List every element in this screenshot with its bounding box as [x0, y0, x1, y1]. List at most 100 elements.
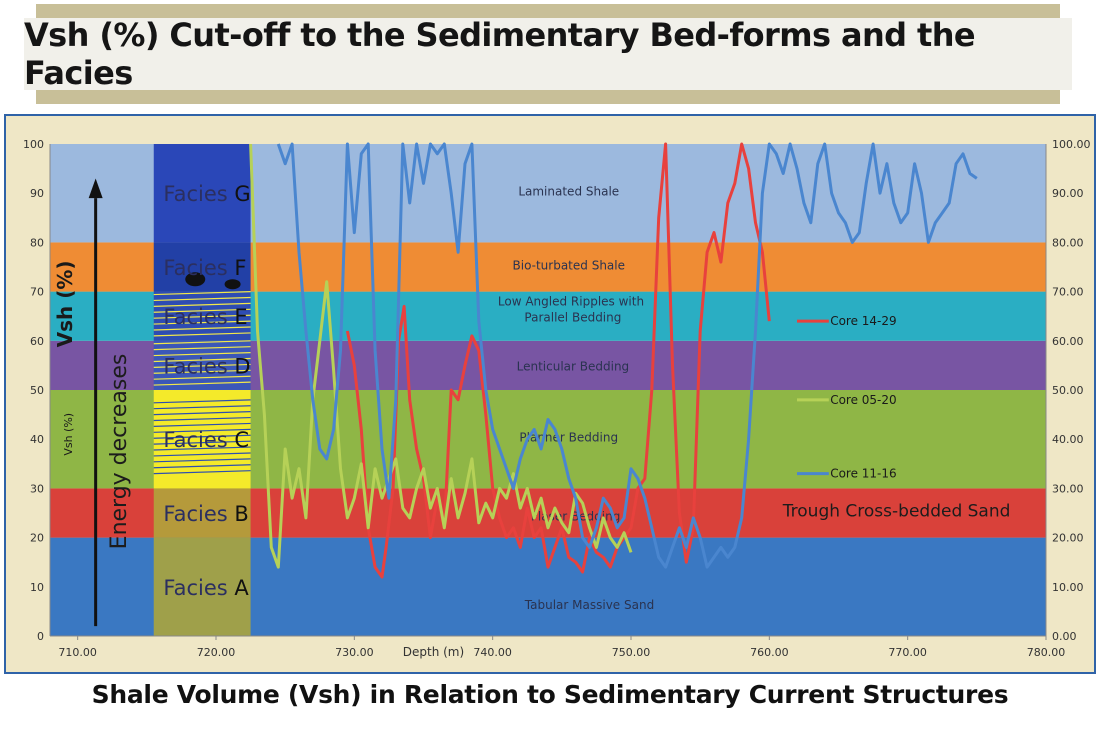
series-1 — [249, 143, 633, 569]
y-tick-right-label: 90.00 — [1052, 187, 1084, 200]
x-axis-title: Depth (m) — [403, 645, 464, 659]
y-tick-right-label: 50.00 — [1052, 384, 1084, 397]
facies-column — [153, 144, 251, 636]
y-tick-right-label: 40.00 — [1052, 433, 1084, 446]
facies-texture-line — [153, 440, 251, 445]
facies-letter: C — [234, 428, 249, 452]
y-tick-left-label: 80 — [30, 236, 44, 249]
band-label-line: Parallel Bedding — [524, 310, 621, 324]
series-lines — [249, 142, 978, 579]
y-tick-right-label: 100.00 — [1052, 138, 1091, 151]
facies-label-4: Facies E — [163, 305, 247, 329]
facies-word: Facies — [163, 576, 234, 600]
energy-arrow-head — [88, 178, 103, 199]
axes: 01020304050607080901000.0010.0020.0030.0… — [23, 138, 1091, 659]
legend-item-2: Core 11-16 — [797, 467, 897, 481]
facies-letter: D — [234, 354, 250, 378]
legend-label: Core 11-16 — [830, 467, 896, 481]
facies-texture-line — [153, 416, 251, 422]
facies-texture-line — [153, 428, 251, 433]
facies-texture-line — [153, 320, 251, 325]
facies-label-2: Facies C — [163, 428, 249, 452]
band-label-4: Low Angled Ripples with Parallel Bedding — [498, 294, 648, 324]
facies-word: Facies — [163, 428, 234, 452]
x-tick-label: 720.00 — [197, 646, 236, 659]
band-label-5: Bio-turbated Shale — [513, 258, 626, 272]
x-tick-label: 730.00 — [335, 646, 374, 659]
facies-texture-line — [153, 375, 251, 380]
legend-item-0: Core 14-29 — [797, 314, 897, 328]
vsh-axis-title: Vsh (%) — [53, 260, 77, 347]
title-bar-top — [36, 4, 1060, 20]
y-tick-right-label: 70.00 — [1052, 286, 1084, 299]
y-tick-right-label: 0.00 — [1052, 630, 1077, 643]
series-line-1 — [249, 143, 633, 569]
facies-texture-line — [153, 352, 251, 357]
facies-letter: B — [234, 502, 248, 526]
facies-texture-line — [153, 458, 251, 463]
facies-word: Facies — [163, 502, 234, 526]
y-tick-left-label: 70 — [30, 286, 44, 299]
facies-texture-line — [153, 296, 251, 302]
facies-label-1: Facies B — [163, 502, 248, 526]
facies-letter: E — [234, 305, 247, 329]
facies-texture-line — [153, 363, 251, 368]
facies-word: Facies — [163, 182, 234, 206]
facies-label-6: Facies G — [163, 182, 250, 206]
band-label-6: Laminated Shale — [518, 185, 619, 199]
facies-texture-line — [153, 381, 251, 386]
facies-texture-line — [153, 340, 251, 345]
y-tick-left-label: 40 — [30, 433, 44, 446]
y-tick-right-label: 10.00 — [1052, 581, 1084, 594]
burrow-mark — [185, 272, 206, 287]
x-tick-label: 740.00 — [473, 646, 512, 659]
vsh-axis-subtitle: Vsh (%) — [62, 413, 75, 456]
energy-decreases-label: Energy decreases — [107, 354, 132, 550]
title-bar-bottom — [36, 88, 1060, 104]
facies-column-cell-1 — [153, 488, 251, 538]
y-tick-left-label: 10 — [30, 581, 44, 594]
y-tick-right-label: 30.00 — [1052, 482, 1084, 495]
y-tick-right-label: 80.00 — [1052, 236, 1084, 249]
y-tick-right-label: 60.00 — [1052, 335, 1084, 348]
band-label-0: Tabular Massive Sand — [524, 598, 654, 612]
facies-column-cell-6 — [153, 144, 251, 243]
y-tick-left-label: 100 — [23, 138, 44, 151]
title-band: Vsh (%) Cut-off to the Sedimentary Bed-f… — [24, 4, 1072, 104]
facies-word: Facies — [163, 256, 234, 280]
x-tick-label: 750.00 — [612, 646, 651, 659]
facies-label-3: Facies D — [163, 354, 250, 378]
facies-texture-line — [153, 446, 251, 451]
facies-texture-line — [153, 470, 251, 475]
facies-letter: A — [234, 576, 249, 600]
facies-texture-line — [153, 452, 251, 457]
facies-texture-line — [153, 302, 251, 307]
figure-caption: Shale Volume (Vsh) in Relation to Sedime… — [91, 680, 1009, 709]
x-tick-label: 780.00 — [1027, 646, 1066, 659]
legend-label: Core 05-20 — [830, 393, 896, 407]
facies-texture-line — [153, 308, 251, 313]
facies-texture-line — [153, 326, 251, 331]
y-tick-left-label: 90 — [30, 187, 44, 200]
facies-texture-line — [153, 411, 251, 416]
facies-texture-line — [153, 422, 251, 428]
facies-column-cell-0 — [153, 537, 251, 636]
y-tick-left-label: 60 — [30, 335, 44, 348]
facies-texture-line — [153, 291, 251, 296]
burrow-mark — [224, 279, 241, 290]
series-2 — [276, 142, 978, 569]
facies-texture-line — [153, 405, 251, 410]
facies-label-5: Facies F — [163, 256, 246, 280]
band-label-line: Low Angled Ripples with — [498, 294, 648, 308]
facies-texture-line — [153, 346, 251, 351]
facies-texture-line — [153, 332, 251, 337]
facies-texture-line — [153, 464, 251, 469]
y-tick-left-label: 0 — [37, 630, 44, 643]
legend-label: Core 14-29 — [830, 314, 896, 328]
facies-letter: F — [234, 256, 246, 280]
title-box: Vsh (%) Cut-off to the Sedimentary Bed-f… — [24, 16, 1072, 92]
y-tick-right-label: 20.00 — [1052, 532, 1084, 545]
